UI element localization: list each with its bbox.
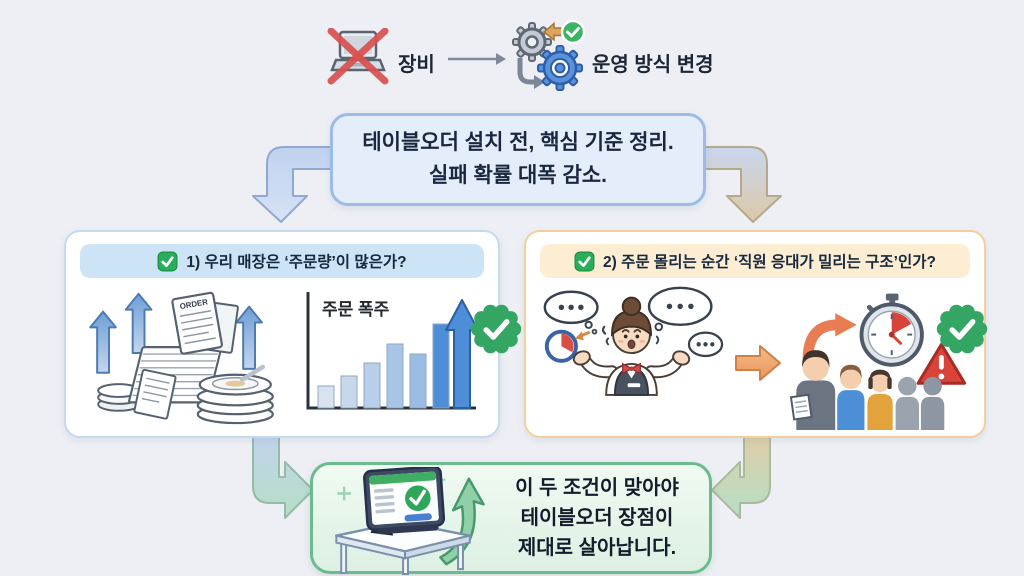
orange-arrow-icon bbox=[734, 345, 781, 381]
server-person bbox=[572, 296, 691, 396]
overwhelmed-server-illustration bbox=[543, 286, 724, 396]
plate-stack bbox=[196, 364, 274, 425]
queue-people bbox=[789, 350, 945, 430]
hair-bun bbox=[621, 296, 642, 317]
green-check-emoji bbox=[574, 251, 595, 271]
crossed-laptop-icon bbox=[326, 27, 390, 91]
blue-gear bbox=[537, 45, 583, 91]
process-gears-icon bbox=[510, 19, 588, 101]
verified-badge-card2 bbox=[936, 304, 988, 354]
verified-badge-card1 bbox=[470, 304, 522, 354]
left-hand bbox=[572, 350, 591, 366]
operation-change-label: 운영 방식 변경 bbox=[592, 54, 714, 76]
card-staff-bottleneck: 2) 주문 몰리는 순간 ‘직원 응대가 밀리는 구조’인가? bbox=[524, 230, 986, 438]
conclusion-line-1: 이 두 조건이 맞아야 bbox=[515, 477, 679, 499]
name-tag bbox=[627, 383, 641, 388]
green-check-circle-icon bbox=[560, 19, 586, 45]
chart-label: 주문 폭주 bbox=[322, 300, 390, 319]
card1-title: 1) 우리 매장은 ‘주문량’이 많은가? bbox=[186, 254, 407, 271]
hanging-receipt bbox=[133, 368, 177, 420]
cycle-arrow-gray bbox=[517, 58, 534, 85]
connector-arrow-card1-to-bottom bbox=[252, 432, 314, 519]
card2-title: 2) 주문 몰리는 순간 ‘직원 응대가 밀리는 구조’인가? bbox=[603, 254, 936, 271]
order-receipt: ORDER bbox=[171, 291, 223, 355]
tablet-on-table-illustration bbox=[323, 465, 491, 576]
spoon bbox=[239, 364, 266, 382]
right-hand bbox=[672, 350, 691, 366]
order-receipts-plates-illustration: ORDER bbox=[89, 291, 274, 425]
clock-icon bbox=[544, 329, 591, 363]
equipment-vs-operation-row: 장비 bbox=[0, 18, 1024, 104]
tablet-device bbox=[363, 465, 446, 536]
speech-bubble-small bbox=[687, 331, 724, 358]
order-surge-chart: 주문 폭주 bbox=[294, 283, 484, 429]
gray-gear bbox=[512, 22, 552, 62]
conclusion-line-3: 제대로 살아납니다. bbox=[517, 537, 677, 559]
green-check-emoji bbox=[157, 251, 178, 271]
card2-title-strip: 2) 주문 몰리는 순간 ‘직원 응대가 밀리는 구조’인가? bbox=[540, 244, 970, 278]
sparkle bbox=[337, 486, 352, 501]
header-line-2: 실패 확률 대폭 감소. bbox=[429, 163, 607, 187]
screen-button bbox=[404, 513, 432, 522]
conclusion-text: 이 두 조건이 맞아야 테이블오더 장점이 제대로 살아납니다. bbox=[495, 465, 699, 571]
flow-right-arrow-icon bbox=[446, 50, 508, 73]
header-summary-box: 테이블오더 설치 전, 핵심 기준 정리. 실패 확률 대폭 감소. bbox=[330, 113, 706, 206]
connector-arrow-header-to-card1 bbox=[252, 146, 350, 223]
header-line-1: 테이블오더 설치 전, 핵심 기준 정리. bbox=[362, 130, 674, 154]
conclusion-line-2: 테이블오더 장점이 bbox=[520, 507, 674, 529]
stopwatch-icon bbox=[859, 293, 924, 367]
speech-bubble-cloud bbox=[647, 286, 713, 332]
conclusion-box: 이 두 조건이 맞아야 테이블오더 장점이 제대로 살아납니다. bbox=[310, 462, 712, 576]
worried-mouth bbox=[627, 339, 636, 350]
card-order-volume: 1) 우리 매장은 ‘주문량’이 많은가? bbox=[64, 230, 500, 438]
card1-title-strip: 1) 우리 매장은 ‘주문량’이 많은가? bbox=[80, 244, 484, 278]
equipment-label: 장비 bbox=[398, 54, 435, 76]
up-arrows bbox=[89, 292, 263, 374]
speech-bubble-left bbox=[543, 290, 599, 335]
order-surge-chart-bars bbox=[317, 323, 450, 409]
waiting-crowd-illustration bbox=[789, 293, 967, 430]
surge-arrow bbox=[445, 299, 479, 409]
connector-arrow-card2-to-bottom bbox=[711, 432, 771, 519]
